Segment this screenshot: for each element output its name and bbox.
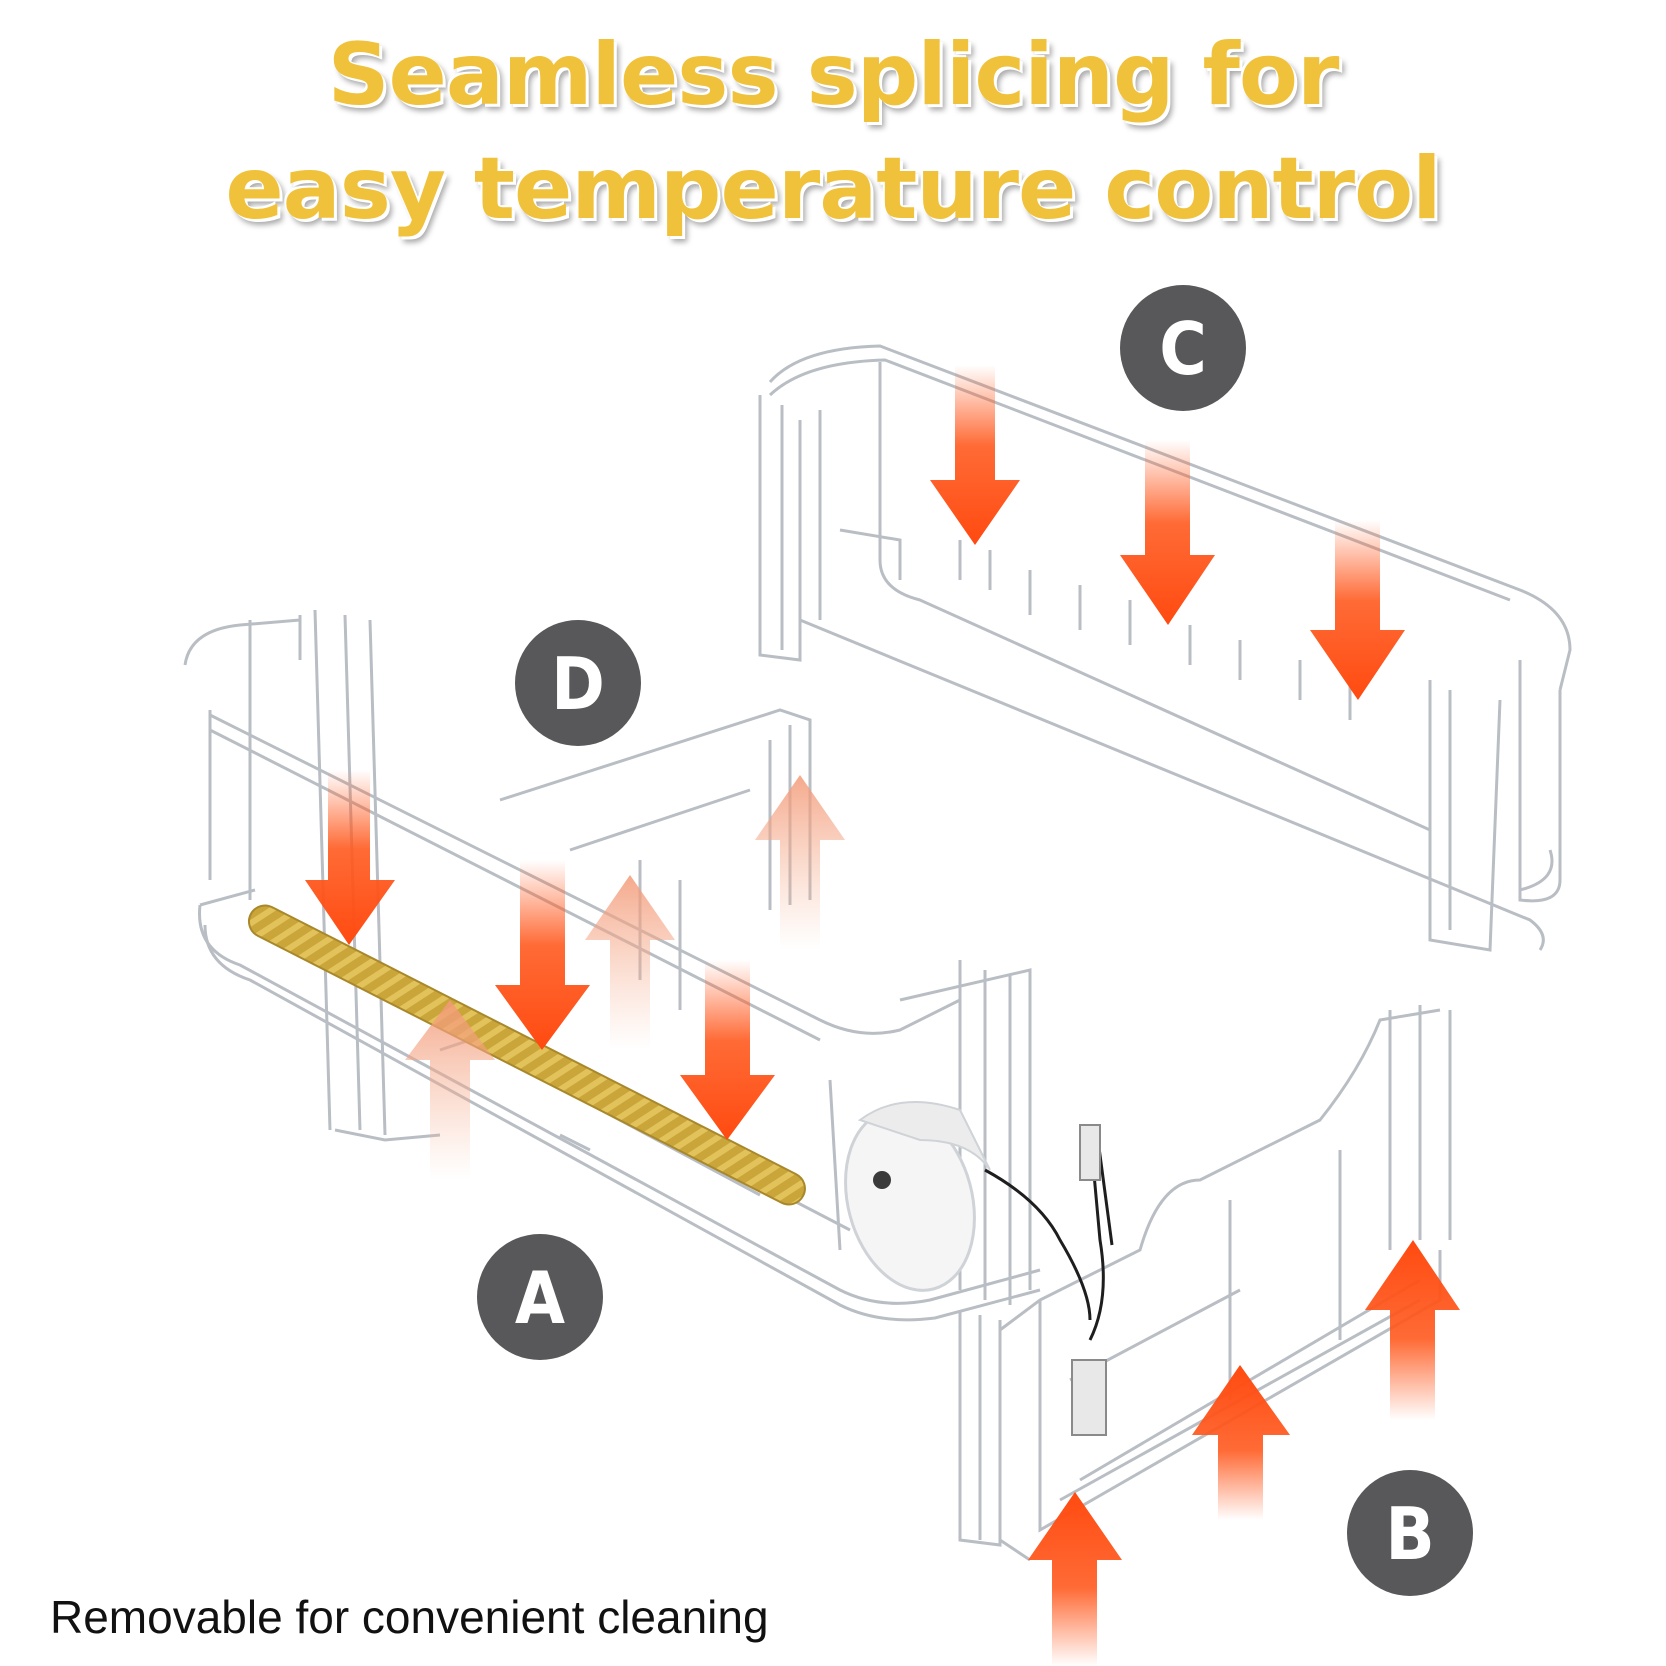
- arrow-down-d3: [680, 960, 775, 1140]
- arrow-up-b3: [1365, 1240, 1460, 1420]
- badge-d: D: [515, 620, 641, 746]
- airflow-arrows-up: [405, 775, 845, 1180]
- heater-coil: [247, 904, 806, 1206]
- caption: Removable for convenient cleaning: [50, 1591, 769, 1643]
- part-b-panel: [958, 1005, 1452, 1562]
- arrow-down-c3: [1310, 520, 1405, 700]
- badge-c: C: [1120, 285, 1246, 411]
- arrow-up-b2: [1192, 1365, 1290, 1520]
- heat-arrows-up: [1028, 1240, 1460, 1666]
- badge-d-label: D: [551, 642, 605, 726]
- arrow-down-d2: [495, 860, 590, 1050]
- part-c-panel: [758, 344, 1572, 952]
- badge-a: A: [477, 1234, 603, 1360]
- arrow-down-c1: [930, 365, 1020, 545]
- power-plug-top: [1079, 1124, 1101, 1181]
- arrow-up-faint-1: [405, 1000, 495, 1180]
- arrow-up-b1: [1028, 1492, 1122, 1666]
- badge-b: B: [1347, 1470, 1473, 1596]
- badge-c-label: C: [1159, 307, 1207, 391]
- fan-motor: [844, 1101, 991, 1292]
- arrow-up-faint-3: [755, 775, 845, 950]
- arrow-down-d1: [305, 770, 395, 945]
- headline-line-1: Seamless splicing for: [327, 25, 1340, 125]
- badge-b-label: B: [1385, 1492, 1434, 1576]
- arrow-down-c2: [1120, 440, 1215, 625]
- power-plug-connector: [1071, 1359, 1107, 1436]
- badge-a-label: A: [515, 1256, 565, 1340]
- headline-line-2: easy temperature control: [225, 139, 1441, 239]
- heat-arrows-down: [305, 365, 1405, 1140]
- arrow-up-faint-2: [585, 875, 675, 1050]
